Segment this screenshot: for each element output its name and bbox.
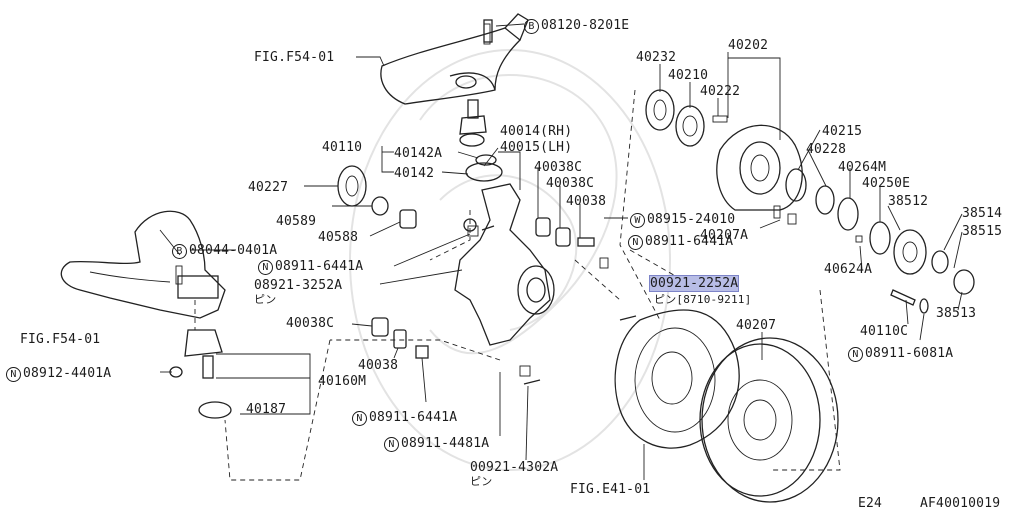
figure-id: AF40010019 [920, 496, 1001, 511]
callout-40110: 40110 [322, 140, 363, 155]
dashed-assembly-lines [194, 89, 841, 481]
upper-ball-joint [459, 99, 487, 147]
callout-40207: 40207 [736, 318, 777, 333]
callout-08921-3252A: 08921-3252A [254, 278, 343, 293]
page-code: E24 [858, 496, 883, 511]
callout-40142: 40142 [394, 166, 435, 181]
callout-40038-lower: 40038 [358, 358, 399, 373]
w-washer-marker-icon: W [630, 213, 645, 228]
callout-40187: 40187 [246, 402, 287, 417]
callout-40142A: 40142A [394, 146, 443, 161]
seals-upper [465, 154, 503, 182]
callout-40207A: 40207A [700, 228, 749, 243]
knuckle-bushings [371, 209, 595, 359]
upper-control-arm [380, 13, 529, 105]
callout-fig-f54-01-upper: FIG.F54-01 [254, 50, 335, 65]
callout-40015-lh: 40015(LH) [500, 140, 573, 155]
n-nut-marker-icon: N [628, 235, 643, 250]
callout-38514: 38514 [962, 206, 1003, 221]
callout-pin-1: ピン [254, 293, 277, 306]
bolts [175, 23, 863, 377]
callout-40264M: 40264M [838, 160, 887, 175]
callout-40215: 40215 [822, 124, 863, 139]
callout-40624A: 40624A [824, 262, 873, 277]
leader-lines [160, 23, 963, 480]
callout-00921-2252A[interactable]: 00921-2252A [648, 275, 740, 292]
cotter-pins [481, 225, 637, 385]
callout-40228: 40228 [806, 142, 847, 157]
callout-38513: 38513 [936, 306, 977, 321]
callout-40110C: 40110C [860, 324, 909, 339]
n-nut-marker-icon: N [384, 437, 399, 452]
callout-40014-rh: 40014(RH) [500, 124, 573, 139]
steering-knuckle [454, 183, 555, 346]
callout-40038-upper: 40038 [566, 194, 607, 209]
n-nut-marker-icon: N [848, 347, 863, 362]
b-bolt-marker-icon: B [172, 244, 187, 259]
n-nut-marker-icon: N [6, 367, 21, 382]
callout-00921-4302A: 00921-4302A [470, 460, 559, 475]
callout-40160M: 40160M [318, 374, 367, 389]
callout-40227: 40227 [248, 180, 289, 195]
watermark-emblem [349, 49, 671, 471]
callout-40588: 40588 [318, 230, 359, 245]
callout-40589: 40589 [276, 214, 317, 229]
callout-38515: 38515 [962, 224, 1003, 239]
callout-40202: 40202 [728, 38, 769, 53]
stud-bolt [890, 289, 929, 314]
outer-bearing-group [785, 168, 975, 295]
callout-40038C-a: 40038C [534, 160, 583, 175]
callout-38512: 38512 [888, 194, 929, 209]
callout-40038C-b: 40038C [546, 176, 595, 191]
n-nut-marker-icon: N [258, 260, 273, 275]
dust-shield [614, 309, 740, 449]
callout-40210: 40210 [668, 68, 709, 83]
callout-40232: 40232 [636, 50, 677, 65]
wheel-hub [716, 124, 803, 211]
n-nut-marker-icon: N [352, 411, 367, 426]
b-bolt-marker-icon: B [524, 19, 539, 34]
lower-ball-joint [169, 329, 232, 419]
callout-40222: 40222 [700, 84, 741, 99]
callout-40038C-lower: 40038C [286, 316, 335, 331]
callout-fig-f54-01-lower: FIG.F54-01 [20, 332, 101, 347]
callout-pin-2: ピン [470, 475, 493, 488]
lower-control-arm [60, 210, 226, 319]
callout-fig-e41-01: FIG.E41-01 [570, 482, 651, 497]
callout-40250E: 40250E [862, 176, 911, 191]
callout-pin-date-range: ピン[8710-9211] [654, 293, 752, 306]
brake-rotor [699, 337, 839, 503]
inner-seals [337, 165, 389, 216]
